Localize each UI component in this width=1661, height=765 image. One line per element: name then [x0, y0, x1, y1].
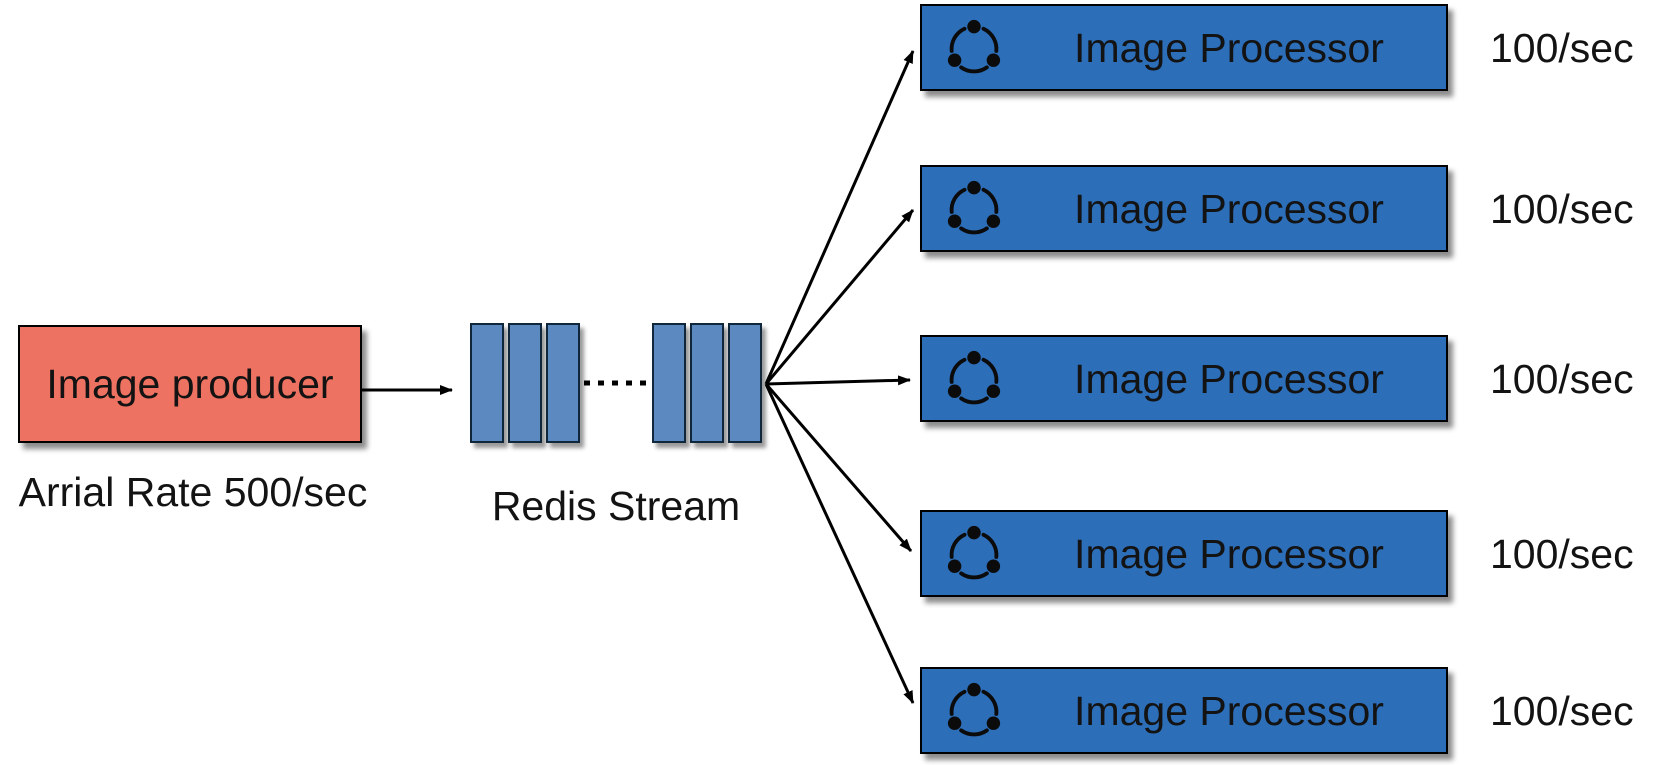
image-processor-node-1: Image Processor — [920, 4, 1448, 91]
processor-rate-label: 100/sec — [1490, 186, 1634, 232]
stream-bar — [690, 323, 724, 443]
image-processor-label: Image Processor — [1074, 355, 1384, 402]
redis-stream-caption: Redis Stream — [491, 483, 741, 529]
share-network-icon — [947, 180, 1001, 235]
image-processor-label: Image Processor — [1074, 24, 1384, 71]
image-processor-label: Image Processor — [1074, 185, 1384, 232]
image-processor-node-2: Image Processor — [920, 165, 1448, 252]
processor-rate-label: 100/sec — [1490, 688, 1634, 734]
arrival-rate-caption: Arrial Rate 500/sec — [18, 469, 368, 515]
stream-bar — [470, 323, 504, 443]
share-network-icon — [947, 525, 1001, 580]
fan-arrow-2 — [764, 209, 915, 385]
share-network-icon — [947, 682, 1001, 737]
stream-bar — [546, 323, 580, 443]
image-producer-label: Image producer — [46, 361, 334, 407]
image-processor-node-3: Image Processor — [920, 335, 1448, 422]
image-processor-label: Image Processor — [1074, 687, 1384, 734]
fan-arrow-1 — [764, 50, 915, 385]
fan-arrow-3 — [765, 375, 911, 386]
image-processor-node-4: Image Processor — [920, 510, 1448, 597]
stream-bar — [508, 323, 542, 443]
image-producer-node: Image producer — [18, 325, 362, 443]
processor-rate-label: 100/sec — [1490, 25, 1634, 71]
fan-arrow-5 — [764, 383, 915, 704]
share-network-icon — [947, 19, 1001, 74]
fan-arrow-4 — [764, 383, 913, 552]
processor-rate-label: 100/sec — [1490, 531, 1634, 577]
image-processor-label: Image Processor — [1074, 530, 1384, 577]
image-processor-node-5: Image Processor — [920, 667, 1448, 754]
share-network-icon — [947, 350, 1001, 405]
processor-rate-label: 100/sec — [1490, 356, 1634, 402]
stream-bar — [728, 323, 762, 443]
stream-bar — [652, 323, 686, 443]
